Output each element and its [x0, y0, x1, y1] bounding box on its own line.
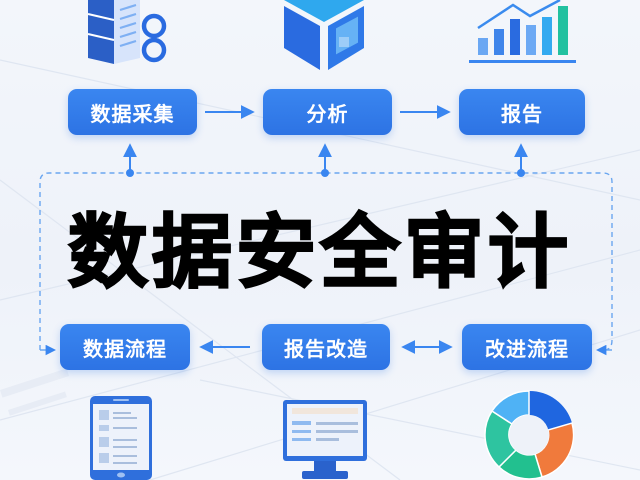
- node-label: 数据流程: [83, 336, 167, 361]
- bar-chart-trend-icon: [469, 0, 576, 63]
- node-label: 数据采集: [90, 101, 175, 126]
- node-label: 改进流程: [485, 336, 569, 361]
- donut-chart-icon: [484, 390, 574, 480]
- dashed-loop-path: [39, 172, 613, 351]
- node-report-rework[interactable]: 报告改造: [262, 324, 390, 370]
- node-analysis[interactable]: 分析: [263, 89, 392, 135]
- cube-icon: [284, 0, 364, 70]
- page-title: 数据安全审计: [67, 205, 572, 300]
- node-data-collection[interactable]: 数据采集: [68, 89, 197, 135]
- node-data-flow[interactable]: 数据流程: [60, 324, 190, 370]
- tablet-icon: [90, 396, 152, 480]
- monitor-icon: [283, 400, 367, 479]
- server-database-icon: [87, 0, 167, 64]
- node-label: 报告改造: [284, 336, 368, 361]
- node-report[interactable]: 报告: [459, 89, 585, 135]
- node-label: 报告: [501, 101, 543, 126]
- node-improve-flow[interactable]: 改进流程: [462, 324, 592, 370]
- node-label: 分析: [306, 101, 349, 126]
